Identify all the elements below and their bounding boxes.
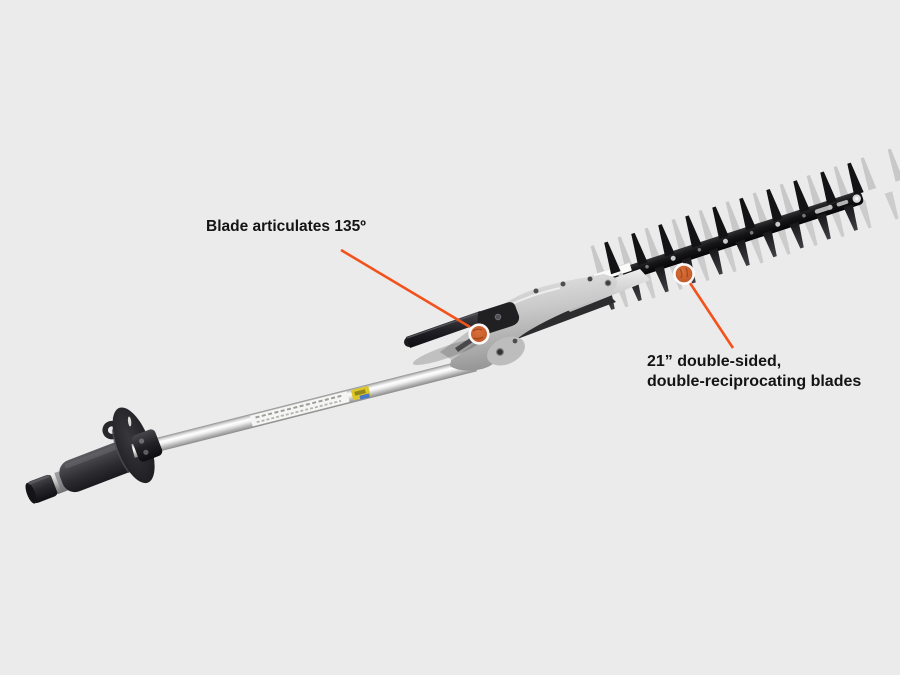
blade-tooth-up <box>820 171 837 204</box>
ghost-tooth-down <box>695 252 710 282</box>
blade-tooth-down <box>654 265 669 293</box>
gearbox-hinge-slot <box>455 338 473 352</box>
end-cap-highlight <box>28 475 50 485</box>
blade-tip-slot <box>836 199 849 207</box>
coupler-collar-band <box>54 471 67 493</box>
shaft-label-text-row <box>255 394 344 419</box>
clamp-bolt <box>143 449 149 455</box>
blade-tip-slot <box>814 205 833 214</box>
ghost-tooth-up <box>860 157 877 191</box>
blade-rivet <box>749 230 754 235</box>
blade-rivet <box>670 255 676 261</box>
blade-tooth-up <box>766 189 783 222</box>
ghost-tooth-down <box>884 191 899 220</box>
ghost-tooth-down <box>803 217 818 246</box>
blade-tooth-down <box>735 239 750 266</box>
ghost-tooth-down <box>722 243 737 273</box>
ghost-tooth-up <box>644 227 661 261</box>
blade-rivet <box>775 221 781 227</box>
blade-rivet <box>802 213 806 218</box>
warning-sticker-mark <box>354 389 366 396</box>
coupler-end-face <box>25 482 37 504</box>
cutting-teeth <box>600 162 864 310</box>
guard-clamp <box>131 429 163 462</box>
gearbox-dark-slot <box>505 296 616 341</box>
spec-sticker-blue <box>359 393 370 400</box>
callout-label-blades-line2: double-reciprocating blades <box>647 373 862 390</box>
shaft-label-text-row <box>256 399 342 424</box>
hotspot-marker-articulation-texture <box>472 328 484 340</box>
blade-tooth-down <box>789 221 804 249</box>
blade-tooth-up <box>793 180 810 213</box>
hotspot-marker-blades <box>673 263 695 285</box>
guard-disc-rim-highlight <box>111 429 130 474</box>
ghost-tooth-up <box>779 183 796 217</box>
callout-label-blades: 21” double-sided, double-reciprocating b… <box>647 352 861 392</box>
ghost-tooth-down <box>857 200 872 229</box>
ghost-tooth-up <box>752 192 769 226</box>
grip-sleeve-highlight <box>64 439 133 469</box>
ghost-tooth-up <box>833 166 850 200</box>
callout-label-blades-line1: 21” double-sided, <box>647 353 782 370</box>
lever-pivot-bolt <box>494 313 502 321</box>
blade-rivet <box>645 264 649 269</box>
ghost-tooth-up <box>590 245 607 279</box>
ghost-tooth-down <box>776 226 791 255</box>
hotspot-marker-articulation <box>468 323 490 345</box>
articulation-lever <box>404 302 520 366</box>
gearbox-bolt <box>604 279 612 287</box>
blade-tooth-up <box>847 162 864 196</box>
ghost-tooth-up <box>671 218 688 252</box>
callout-line-blades <box>688 282 735 349</box>
blade-tooth-up <box>658 224 675 257</box>
gearbox-bolt <box>587 276 593 282</box>
blade-rivet <box>722 238 728 244</box>
clamp-body <box>131 429 163 462</box>
gearbox-bolt <box>533 288 539 294</box>
clamp-bolt <box>139 438 145 444</box>
blade-tooth-up <box>685 215 702 248</box>
blade-rivet <box>697 247 702 252</box>
lever-top-highlight <box>406 312 480 339</box>
drive-shaft <box>131 357 477 458</box>
ghost-tooth-up <box>887 148 900 182</box>
blade-tooth-up <box>604 241 621 275</box>
callout-label-articulation: Blade articulates 135º <box>206 218 366 235</box>
callout-line-articulation <box>340 248 471 329</box>
shaft-label-sticker <box>250 391 350 427</box>
ghost-tooth-up <box>725 201 742 235</box>
gearbox-lower-boss <box>487 336 525 366</box>
ghost-tooth-up <box>806 174 823 209</box>
blade-tooth-down <box>762 230 777 258</box>
hotspot-marker-blades-texture <box>679 267 689 279</box>
ghost-tooth-down <box>749 235 764 264</box>
callout-graphics <box>340 248 735 349</box>
gearbox-bolt <box>560 281 566 287</box>
gearbox-pivot-bolt <box>495 347 505 357</box>
lever-bar <box>406 311 484 348</box>
blade-tooth-up <box>739 197 756 231</box>
ghost-tooth-down <box>830 208 845 238</box>
ghost-tooth-up <box>617 236 634 270</box>
guard-disc-slot <box>127 416 132 427</box>
blade-tooth-down <box>708 248 723 275</box>
gearbox-bolt <box>512 338 518 344</box>
blade-tooth-down <box>843 204 858 231</box>
blade-tooth-up <box>631 232 648 266</box>
blade-bar <box>606 191 864 285</box>
blade-tip-cap-center <box>854 196 859 201</box>
blade-tooth-up <box>712 206 729 240</box>
lever-shadow <box>412 338 482 366</box>
blade-tooth-down <box>816 212 831 240</box>
ghost-tooth-up <box>698 210 715 244</box>
